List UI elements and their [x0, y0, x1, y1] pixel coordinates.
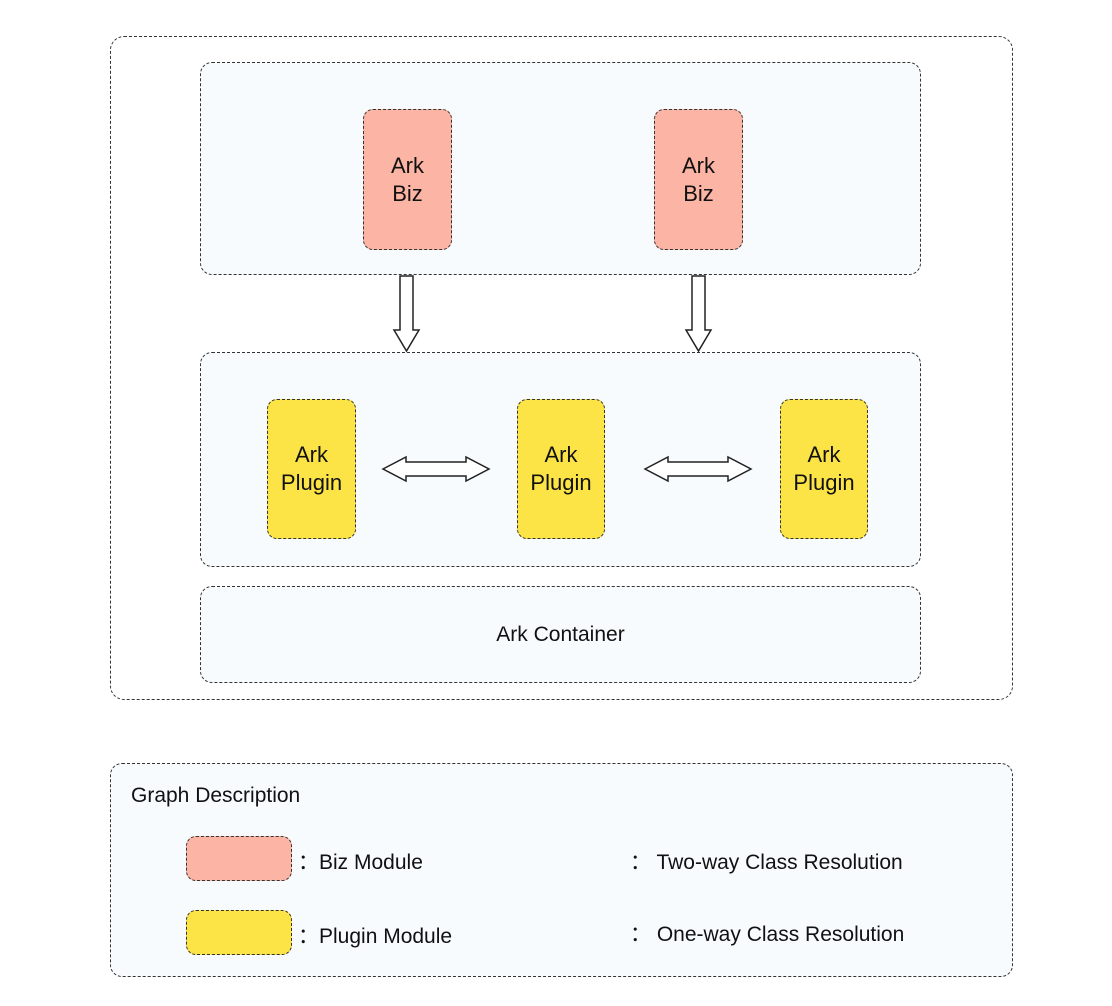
- ark-biz-module-1-line1: Ark: [391, 152, 424, 178]
- ark-biz-module-1: Ark Biz: [363, 109, 452, 250]
- ark-plugin-module-3-line1: Ark: [807, 442, 841, 467]
- two-way-arrow-right-icon: [643, 455, 753, 483]
- legend-biz-module-label: ：Biz Module: [298, 851, 423, 874]
- ark-container-label: Ark Container: [496, 622, 625, 646]
- ark-plugin-module-3-line2: Plugin: [793, 470, 855, 495]
- one-way-arrow-left-icon: [392, 275, 421, 353]
- ark-plugin-module-1: Ark Plugin: [267, 399, 356, 539]
- legend-one-way-label: ： One-way Class Resolution: [630, 923, 905, 946]
- two-way-arrow-left-icon: [381, 455, 491, 483]
- ark-plugin-module-2-line2: Plugin: [530, 470, 592, 495]
- ark-plugin-module-2: Ark Plugin: [517, 399, 605, 539]
- ark-biz-module-1-line2: Biz: [392, 180, 423, 206]
- legend-title: Graph Description: [131, 784, 301, 807]
- one-way-arrow-right-icon: [684, 275, 713, 353]
- legend-plugin-swatch: [186, 910, 292, 955]
- ark-plugin-module-2-line1: Ark: [544, 442, 578, 467]
- legend-biz-swatch: [186, 836, 292, 881]
- ark-container-panel: Ark Container: [200, 586, 921, 683]
- legend-two-way-label: ： Two-way Class Resolution: [630, 851, 903, 874]
- ark-biz-module-2-line1: Ark: [682, 152, 715, 178]
- ark-plugin-module-1-line2: Plugin: [280, 470, 343, 495]
- biz-layer-panel: [200, 62, 921, 275]
- ark-biz-module-2-line2: Biz: [683, 180, 714, 206]
- ark-biz-module-2: Ark Biz: [654, 109, 743, 250]
- ark-plugin-module-3: Ark Plugin: [780, 399, 868, 539]
- ark-plugin-module-1-line1: Ark: [295, 442, 328, 467]
- legend-plugin-module-label: ：Plugin Module: [298, 925, 453, 948]
